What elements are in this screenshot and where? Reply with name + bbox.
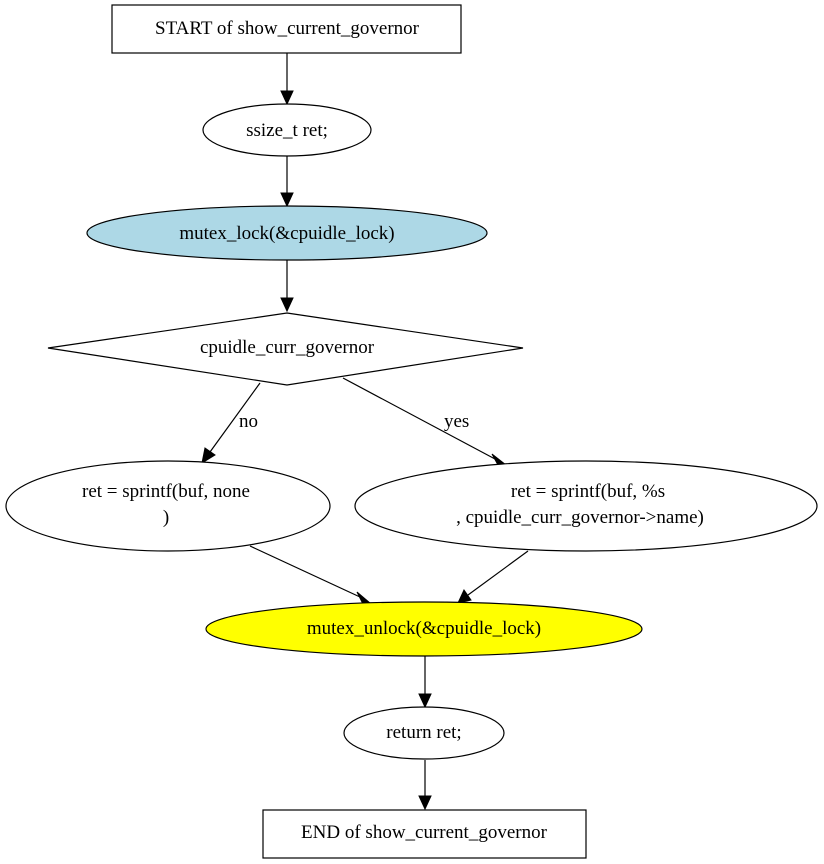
arrow-cond-no <box>201 447 216 465</box>
decl-label: ssize_t ret; <box>246 120 328 141</box>
node-return: return ret; <box>343 706 505 760</box>
arrow-start-decl <box>280 90 294 106</box>
edge-yes-unlock <box>467 550 529 596</box>
node-end: END of show_current_governor <box>262 809 587 859</box>
yes-branch-ellipse <box>354 460 818 552</box>
edge-cond-no <box>209 382 261 453</box>
edge-cond-yes <box>342 377 496 460</box>
node-yes-branch: ret = sprintf(buf, %s , cpuidle_curr_gov… <box>354 460 818 552</box>
arrow-lock-cond <box>280 297 294 313</box>
no-branch-line1: ret = sprintf(buf, none <box>82 481 250 502</box>
unlock-ellipse <box>205 601 643 657</box>
arrow-no-unlock <box>356 591 372 604</box>
edge-label-no: no <box>239 411 258 432</box>
end-box <box>262 809 587 859</box>
start-box <box>111 4 462 54</box>
no-branch-line2: ) <box>163 507 169 528</box>
start-label: START of show_current_governor <box>155 18 420 39</box>
lock-label: mutex_lock(&cpuidle_lock) <box>179 223 394 244</box>
edge-label-yes: yes <box>444 411 469 432</box>
node-decl: ssize_t ret; <box>202 103 372 157</box>
arrow-ret-end <box>418 795 432 811</box>
lock-ellipse <box>86 205 488 261</box>
node-no-branch: ret = sprintf(buf, none ) <box>5 460 331 552</box>
yes-branch-line1: ret = sprintf(buf, %s <box>511 481 665 502</box>
arrow-unlock-ret <box>418 693 432 709</box>
node-start: START of show_current_governor <box>111 4 462 54</box>
node-lock: mutex_lock(&cpuidle_lock) <box>86 205 488 261</box>
end-label: END of show_current_governor <box>301 822 548 843</box>
arrow-yes-unlock <box>457 589 472 604</box>
yes-branch-line2: , cpuidle_curr_governor->name) <box>456 507 704 528</box>
no-branch-ellipse <box>5 460 331 552</box>
decl-ellipse <box>202 103 372 157</box>
edge-no-unlock <box>249 545 361 598</box>
condition-diamond <box>47 312 524 386</box>
edges: no yes <box>201 53 529 811</box>
node-unlock: mutex_unlock(&cpuidle_lock) <box>205 601 643 657</box>
unlock-label: mutex_unlock(&cpuidle_lock) <box>307 618 541 639</box>
return-label: return ret; <box>386 722 461 743</box>
return-ellipse <box>343 706 505 760</box>
node-condition: cpuidle_curr_governor <box>47 312 524 386</box>
arrow-decl-lock <box>280 192 294 208</box>
condition-label: cpuidle_curr_governor <box>200 337 375 358</box>
